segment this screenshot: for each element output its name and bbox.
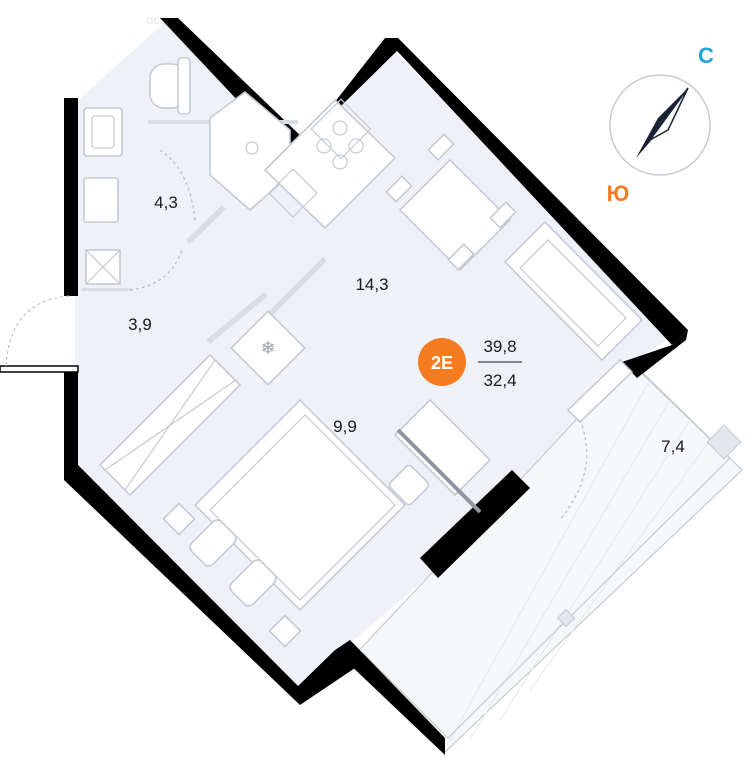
compass: С Ю: [607, 43, 714, 206]
desk: [388, 398, 492, 506]
hallway-door-swing: [129, 249, 183, 291]
svg-text:❄: ❄: [260, 338, 275, 359]
kitchen-living-area-label: 14,3: [355, 275, 388, 294]
stove-icon: [310, 98, 372, 160]
balcony-rail: [361, 369, 731, 739]
badge-label: 2E: [431, 353, 453, 373]
walls: [64, 18, 688, 755]
sofa: [503, 220, 644, 362]
bathroom-door-swing: [159, 149, 196, 221]
total-area: 39,8: [483, 337, 516, 356]
living-area: 32,4: [483, 371, 516, 390]
bedroom-area-label: 9,9: [333, 417, 357, 436]
badge-circle: [418, 338, 466, 386]
wardrobe: [98, 353, 242, 497]
balcony-post-small: [556, 608, 576, 628]
balcony-area-label: 7,4: [661, 437, 685, 456]
washing-machine-icon: [83, 177, 119, 223]
balcony-door[interactable]: [559, 358, 634, 521]
fridge-icon: ❄: [230, 310, 306, 386]
bathroom-area-label: 4,3: [154, 193, 178, 212]
kitchen-counter: [263, 98, 397, 230]
compass-arrow-icon: [636, 88, 688, 158]
balcony-post: [706, 424, 742, 460]
bed: [162, 398, 407, 648]
dining-table: [385, 133, 517, 272]
drain-icon: [85, 249, 121, 285]
hallway-area-label: 3,9: [128, 315, 152, 334]
apartment-badge: 2E 39,8 32,4: [418, 337, 522, 390]
compass-north-label: С: [698, 43, 714, 68]
entrance-door[interactable]: [0, 295, 79, 373]
toilet-icon: [149, 57, 191, 115]
bedroom-partition: [396, 428, 482, 514]
sink-icon: [83, 107, 123, 157]
compass-south-label: Ю: [607, 181, 630, 206]
